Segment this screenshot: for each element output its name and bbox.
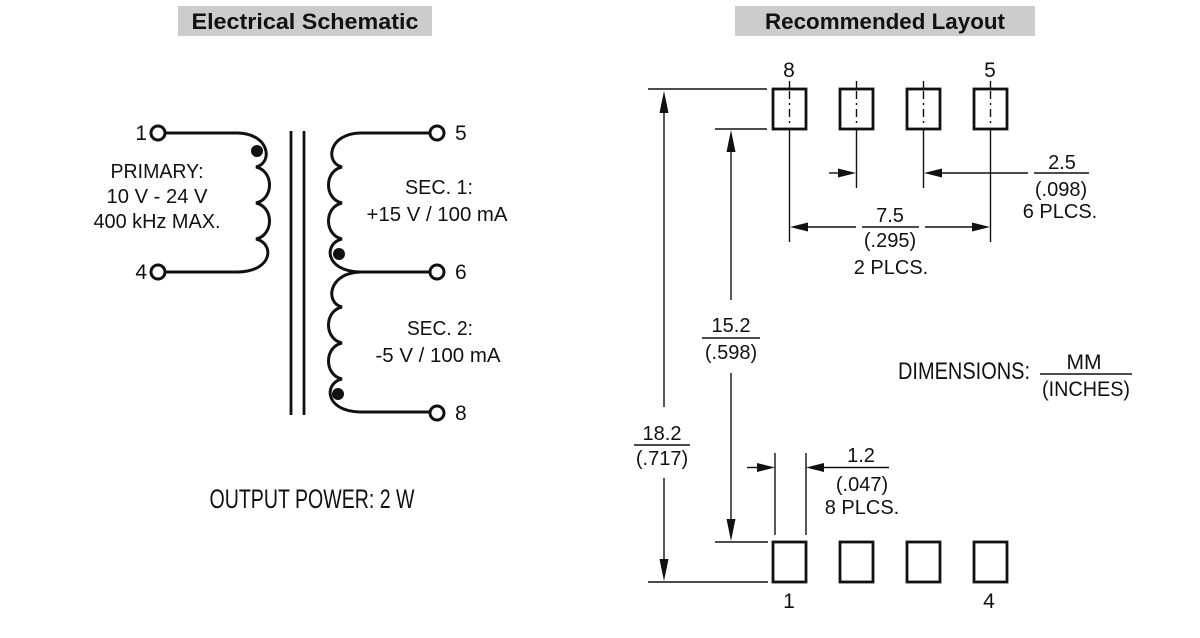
- top-row-left-pin-label: 8: [783, 59, 795, 82]
- dim-15-2-mm: 15.2: [712, 315, 751, 337]
- secondary1-winding-path: [327, 131, 430, 274]
- dim-7-5-inches: (.295): [864, 230, 916, 252]
- primary-label-line3: 400 kHz MAX.: [94, 211, 221, 233]
- arrowhead-down-15-2: [726, 519, 736, 541]
- dim-2-5-mm: 2.5: [1048, 152, 1076, 174]
- pin6-label: 6: [455, 261, 467, 284]
- pin1-terminal: [149, 124, 167, 142]
- bottom-row-left-pin-label: 1: [783, 590, 795, 613]
- pin5-terminal: [428, 124, 446, 142]
- arrowhead-left-1-2: [806, 463, 824, 472]
- units-label: DIMENSIONS:: [898, 358, 1030, 385]
- pad-bottom-2: [838, 540, 875, 584]
- top-row-right-pin-label: 5: [984, 59, 996, 82]
- arrowhead-left-2-5: [924, 168, 942, 178]
- arrowhead-up-18-2: [659, 91, 669, 113]
- secondary2-winding-path: [327, 270, 430, 414]
- secondary1-phase-dot: [333, 248, 345, 260]
- dim-7-5-mm: 7.5: [876, 205, 904, 227]
- arrowhead-right-7-5: [972, 222, 990, 232]
- pin6-terminal: [428, 263, 446, 281]
- arrowhead-right-1-2: [757, 463, 775, 472]
- dim-1-2-mm: 1.2: [847, 445, 875, 467]
- pin8-label: 8: [455, 402, 467, 425]
- bottom-row-right-pin-label: 4: [983, 590, 995, 613]
- primary-winding-path: [165, 131, 271, 274]
- units-numerator: MM: [1067, 351, 1102, 374]
- sec2-label-line2: -5 V / 100 mA: [376, 345, 502, 367]
- pad-bottom-4: [972, 540, 1009, 584]
- dim-15-2-inches: (.598): [705, 342, 757, 364]
- pin1-label: 1: [135, 122, 147, 145]
- secondary2-phase-dot: [332, 388, 344, 400]
- dim-18-2-mm: 18.2: [643, 423, 682, 445]
- schematic-header-box: [178, 6, 432, 36]
- sec1-label-line1: SEC. 1:: [405, 177, 473, 199]
- pad-bottom-3: [905, 540, 942, 584]
- pin4-label: 4: [135, 261, 147, 284]
- dim-1-2-inches: (.047): [836, 474, 888, 496]
- dim-18-2-inches: (.717): [636, 448, 688, 470]
- dim-1-2-note: 8 PLCS.: [825, 497, 899, 519]
- schematic-header-title: Electrical Schematic: [192, 9, 419, 34]
- units-denominator: (INCHES): [1042, 378, 1130, 401]
- layout-panel: Recommended Layout 8 5 1 4: [634, 6, 1132, 613]
- arrowhead-right-2-5: [838, 168, 856, 178]
- dim-2-5-note: 6 PLCS.: [1023, 201, 1097, 223]
- layout-header-box: [735, 6, 1035, 36]
- primary-label-line2: 10 V - 24 V: [107, 186, 209, 208]
- layout-header-title: Recommended Layout: [765, 9, 1006, 34]
- pin5-label: 5: [455, 122, 467, 145]
- arrowhead-left-7-5: [790, 222, 808, 232]
- primary-phase-dot: [251, 145, 263, 157]
- sec2-label-line1: SEC. 2:: [407, 318, 473, 340]
- primary-label-line1: PRIMARY:: [111, 161, 204, 183]
- dim-2-5-inches: (.098): [1035, 179, 1087, 201]
- dim-7-5-note: 2 PLCS.: [854, 257, 928, 279]
- arrowhead-down-18-2: [659, 559, 669, 581]
- pin4-terminal: [149, 263, 167, 281]
- pad-bottom-1: [771, 540, 808, 584]
- sec1-label-line2: +15 V / 100 mA: [367, 204, 509, 226]
- output-power-label: OUTPUT POWER: 2 W: [210, 484, 415, 514]
- arrowhead-up-15-2: [726, 130, 736, 152]
- pin8-terminal: [428, 404, 446, 422]
- schematic-panel: Electrical Schematic 1 4 5 6 8 PRIMARY: …: [94, 6, 509, 514]
